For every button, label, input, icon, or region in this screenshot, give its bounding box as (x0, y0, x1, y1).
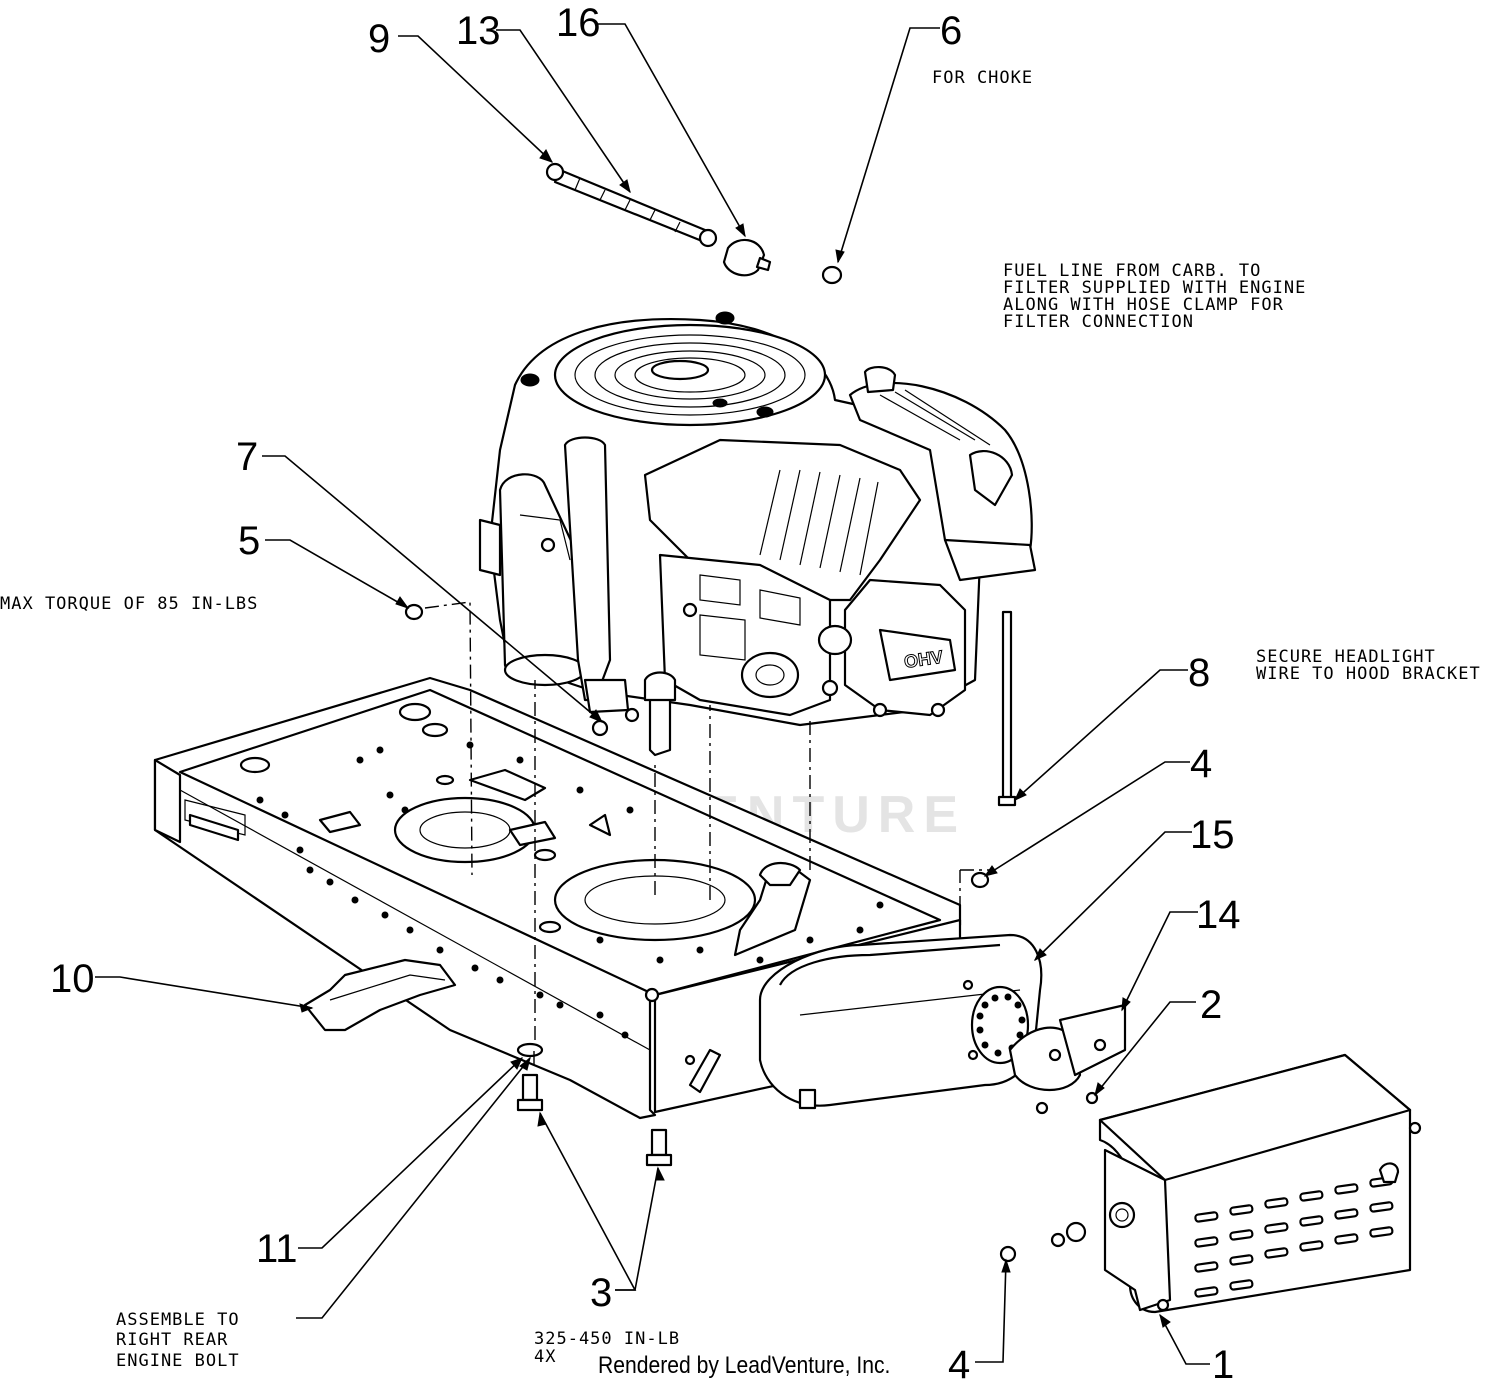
callout-4-upper: 4 (1190, 742, 1212, 786)
callout-3: 3 (590, 1271, 612, 1315)
callout-6: 6 (940, 9, 962, 53)
note-fuel-line-4: FILTER CONNECTION (1003, 312, 1194, 332)
note-fuel-line-3: ALONG WITH HOSE CLAMP FOR (1003, 295, 1284, 315)
callout-5: 5 (238, 519, 260, 563)
assembly-centerlines (424, 601, 990, 1065)
callout-11: 11 (256, 1227, 298, 1271)
note-assemble-3: ENGINE BOLT (116, 1351, 240, 1371)
note-bolt-torque-1: 325-450 IN-LB (534, 1329, 680, 1349)
note-fuel-line-1: FUEL LINE FROM CARB. TO (1003, 261, 1261, 281)
note-torque: MAX TORQUE OF 85 IN-LBS (0, 594, 258, 614)
leader-lines (95, 23, 1210, 1365)
callout-2: 2 (1200, 983, 1222, 1027)
fuel-line-kit (545, 162, 843, 285)
callout-numbers: 9 13 16 6 7 5 8 4 15 14 2 10 11 3 4 1 (50, 1, 1241, 1387)
engine-assembly: OHV (478, 311, 1037, 757)
notes: FOR CHOKE FUEL LINE FROM CARB. TO FILTER… (0, 68, 1481, 1371)
muffler-bracket (1008, 1003, 1127, 1115)
render-credit: Rendered by LeadVenture, Inc. (598, 1352, 891, 1379)
note-headlight-1: SECURE HEADLIGHT (1256, 647, 1436, 667)
callout-16: 16 (556, 1, 601, 45)
callout-4-lower: 4 (948, 1343, 970, 1387)
callout-14: 14 (1196, 893, 1241, 937)
note-assemble-1: ASSEMBLE TO (116, 1310, 240, 1330)
callout-10: 10 (50, 957, 95, 1001)
note-fuel-line-2: FILTER SUPPLIED WITH ENGINE (1003, 278, 1306, 298)
callout-1: 1 (1212, 1343, 1234, 1387)
note-choke: FOR CHOKE (932, 68, 1033, 88)
callout-15: 15 (1190, 813, 1235, 857)
hardware (303, 603, 1017, 1167)
callout-8: 8 (1188, 651, 1210, 695)
ohv-badge-text: OHV (903, 647, 944, 672)
heat-shield (999, 1053, 1422, 1314)
note-assemble-2: RIGHT REAR (116, 1330, 228, 1350)
note-headlight-2: WIRE TO HOOD BRACKET (1256, 664, 1481, 684)
callout-13: 13 (456, 9, 501, 53)
callout-9: 9 (368, 17, 390, 61)
leader-arrowheads (299, 149, 1171, 1328)
callout-7: 7 (236, 435, 258, 479)
muffler (733, 862, 1043, 1110)
note-bolt-torque-2: 4X (534, 1347, 556, 1367)
